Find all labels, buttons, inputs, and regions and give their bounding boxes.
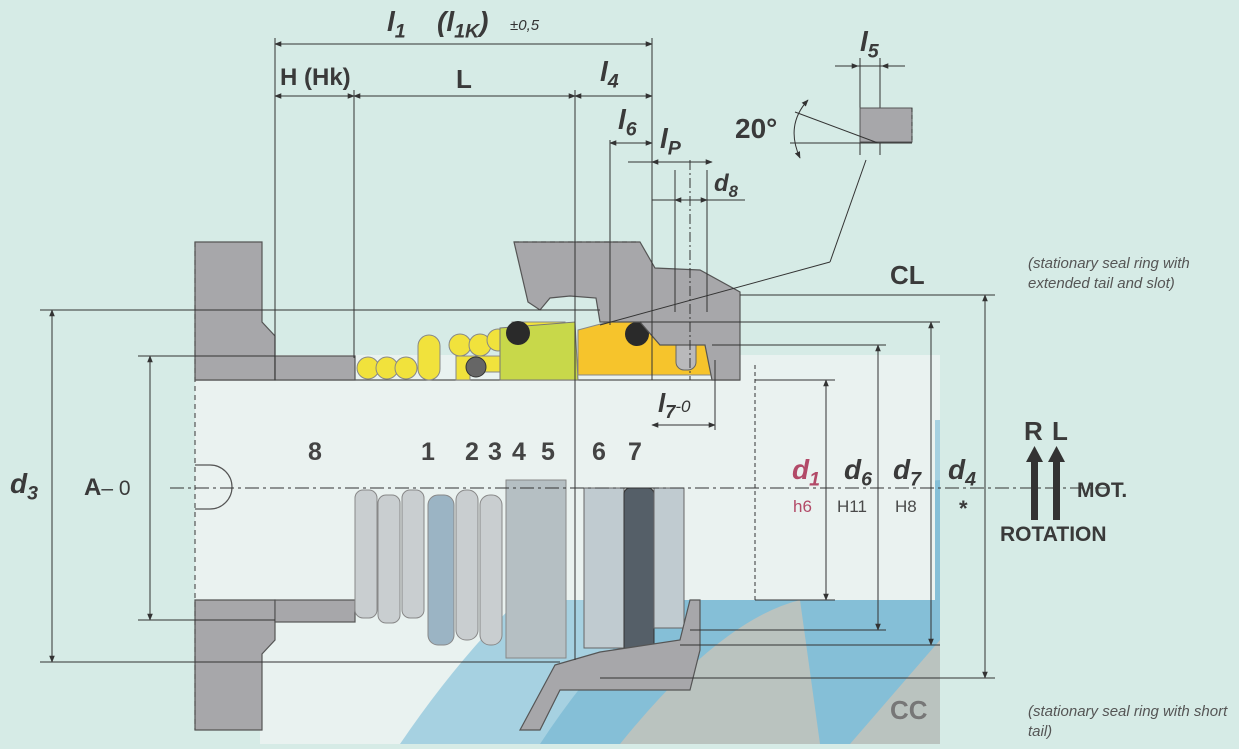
dim-angle-label: 20°	[735, 113, 778, 144]
dim-l1-label: l1	[387, 6, 406, 43]
dim-d3-label: d3	[10, 468, 39, 505]
dim-l4-label: l4	[600, 56, 619, 93]
dimension-lines	[40, 38, 995, 679]
dim-d1-fit: h6	[793, 497, 812, 516]
dim-l5-label: l5	[860, 26, 879, 63]
dim-d6-label: d6	[844, 454, 873, 491]
dim-d6-fit: H11	[837, 497, 867, 516]
part-4-oring	[506, 321, 530, 345]
part-number-6: 6	[592, 438, 606, 466]
dim-d4-label: d4	[948, 454, 977, 491]
dim-l1-tolerance: ±0,5	[510, 17, 540, 34]
dim-d7-fit: H8	[895, 497, 917, 516]
housing-flange	[194, 241, 276, 731]
rotation-label: ROTATION	[1000, 523, 1107, 546]
part-number-7: 7	[628, 438, 642, 466]
dim-d8-label: d8	[714, 170, 739, 201]
part-number-2: 2	[465, 438, 479, 466]
variant-cc-note: (stationary seal ring with short tail)	[1028, 703, 1228, 740]
rotation-r-label: R	[1024, 416, 1043, 446]
part-number-3: 3	[488, 438, 502, 466]
lower-seat	[583, 487, 685, 654]
part-number-1: 1	[421, 438, 435, 466]
dim-d4-fit: *	[959, 496, 968, 521]
rotation-arrows	[1026, 446, 1065, 520]
variant-cc-label: CC	[890, 695, 928, 725]
rotation-mot-label: MOT.	[1077, 479, 1128, 502]
dim-d7-label: d7	[893, 454, 922, 491]
variant-cl-note: (stationary seal ring with extended tail…	[1028, 255, 1190, 292]
dim-lp-label: lP	[660, 123, 681, 160]
part-7-oring	[625, 322, 649, 346]
variant-cl-label: CL	[890, 260, 925, 290]
gland-top	[513, 241, 741, 381]
part-number-4: 4	[512, 438, 526, 466]
dim-l7-label: l7-0	[658, 388, 691, 423]
part-number-5: 5	[541, 438, 555, 466]
rotation-l-label: L	[1052, 416, 1068, 446]
dim-l6-label: l6	[618, 104, 637, 141]
dim-L-label: L	[456, 64, 472, 94]
part-number-8: 8	[308, 438, 322, 466]
dim-l1k-label: (l1K)	[437, 6, 489, 43]
gland-bottom	[518, 599, 701, 731]
dim-A-label: A– 0	[84, 474, 131, 501]
part-5-seal-face	[499, 321, 579, 381]
lower-springs	[354, 479, 567, 659]
dim-d1-label: d1	[792, 454, 821, 491]
dim-h-label: H (Hk)	[280, 64, 351, 91]
part-2-ring	[465, 356, 487, 378]
